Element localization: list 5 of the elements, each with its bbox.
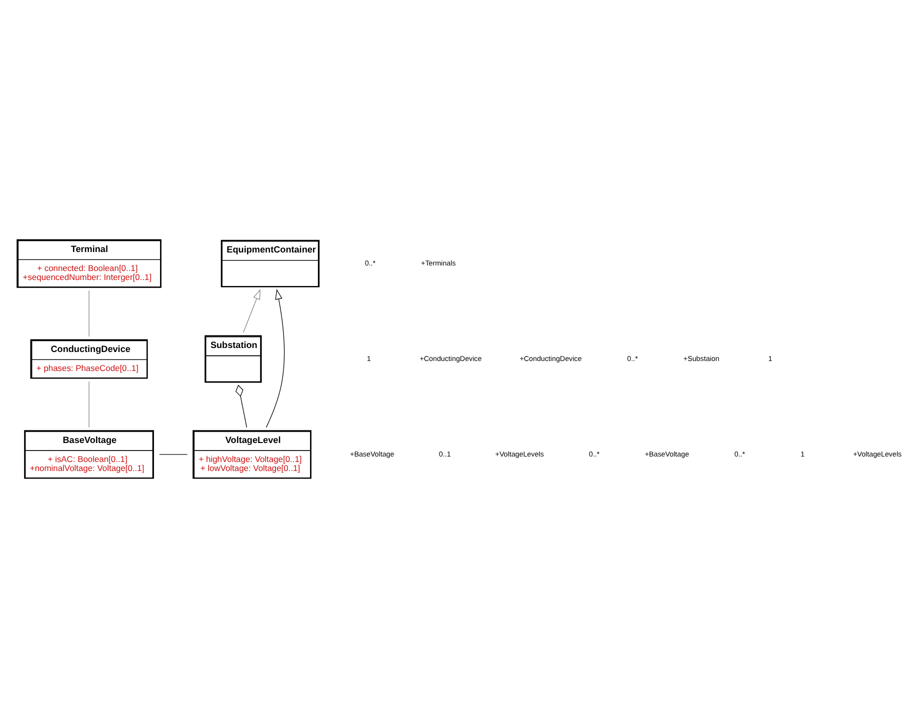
arrow [266, 288, 285, 428]
connector [235, 384, 248, 428]
arrow [242, 288, 260, 332]
connector [88, 380, 90, 428]
connector [88, 290, 90, 336]
